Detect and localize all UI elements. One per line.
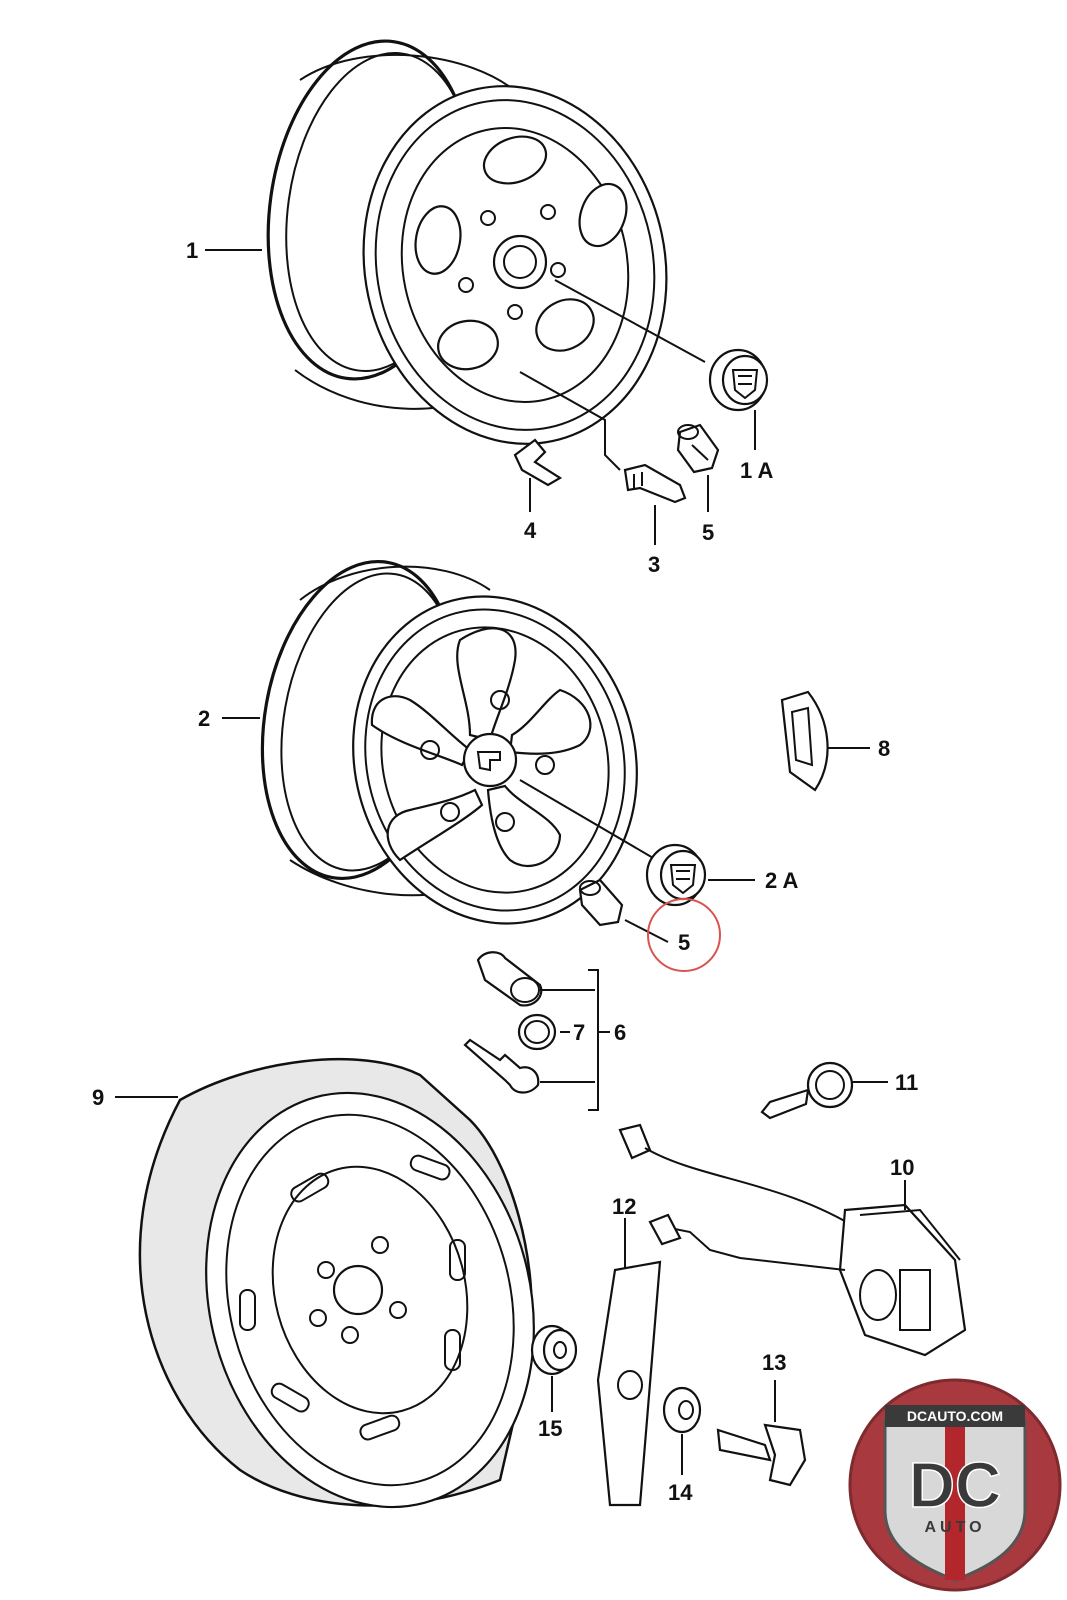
callout-12: 12 (612, 1194, 636, 1219)
callout-5-mid: 5 (678, 930, 690, 955)
callout-1: 1 (186, 238, 198, 263)
logo-word: AUTO (924, 1519, 985, 1536)
leader-line-3 (519, 371, 621, 471)
wheel-1-alloy (266, 39, 668, 445)
leader-line-2a (519, 779, 661, 863)
leader-line-1a (554, 279, 706, 363)
air-compressor-10 (618, 1123, 967, 1357)
callout-6: 6 (614, 1020, 626, 1045)
callout-3: 3 (648, 552, 660, 577)
label-plate-8 (780, 690, 870, 792)
wheel-lock-kit-6 (463, 951, 610, 1111)
valve-cap-5-mid (578, 878, 624, 927)
callout-9: 9 (92, 1085, 104, 1110)
callout-5-top: 5 (702, 520, 714, 545)
callout-14: 14 (668, 1480, 693, 1505)
callout-15: 15 (538, 1416, 562, 1441)
pressure-gauge-11 (760, 1061, 888, 1120)
callout-2: 2 (198, 706, 210, 731)
logo-stripe (945, 1420, 965, 1580)
callout-13: 13 (762, 1350, 786, 1375)
spacer-15 (530, 1324, 578, 1412)
wheel-2-fuchs (260, 559, 638, 925)
callout-4: 4 (524, 518, 537, 543)
spare-tire-9 (138, 1057, 535, 1509)
callout-2a: 2 A (765, 868, 799, 893)
logo-letters: DC (909, 1449, 1001, 1521)
highlight-circle (647, 898, 721, 972)
callout-1a: 1 A (740, 458, 774, 483)
valve-stem-3 (623, 463, 687, 504)
hub-cap-2a (645, 843, 707, 907)
dc-auto-logo: DCAUTO.COM DC AUTO (848, 1378, 1062, 1592)
wing-bolt-13 (716, 1380, 807, 1487)
callout-10: 10 (890, 1155, 914, 1180)
callout-11: 11 (895, 1070, 918, 1095)
callout-8: 8 (878, 736, 890, 761)
logo-site-text: DCAUTO.COM (907, 1408, 1003, 1424)
leader-line-5-mid (624, 919, 669, 943)
hub-cap-1a (708, 348, 769, 412)
callout-7: 7 (573, 1020, 585, 1045)
balance-weight-clip-4 (513, 438, 563, 487)
bracket-12 (596, 1218, 662, 1507)
logo-banner (885, 1405, 1025, 1427)
washer-14 (662, 1386, 702, 1475)
valve-cap-5-top (676, 423, 720, 474)
